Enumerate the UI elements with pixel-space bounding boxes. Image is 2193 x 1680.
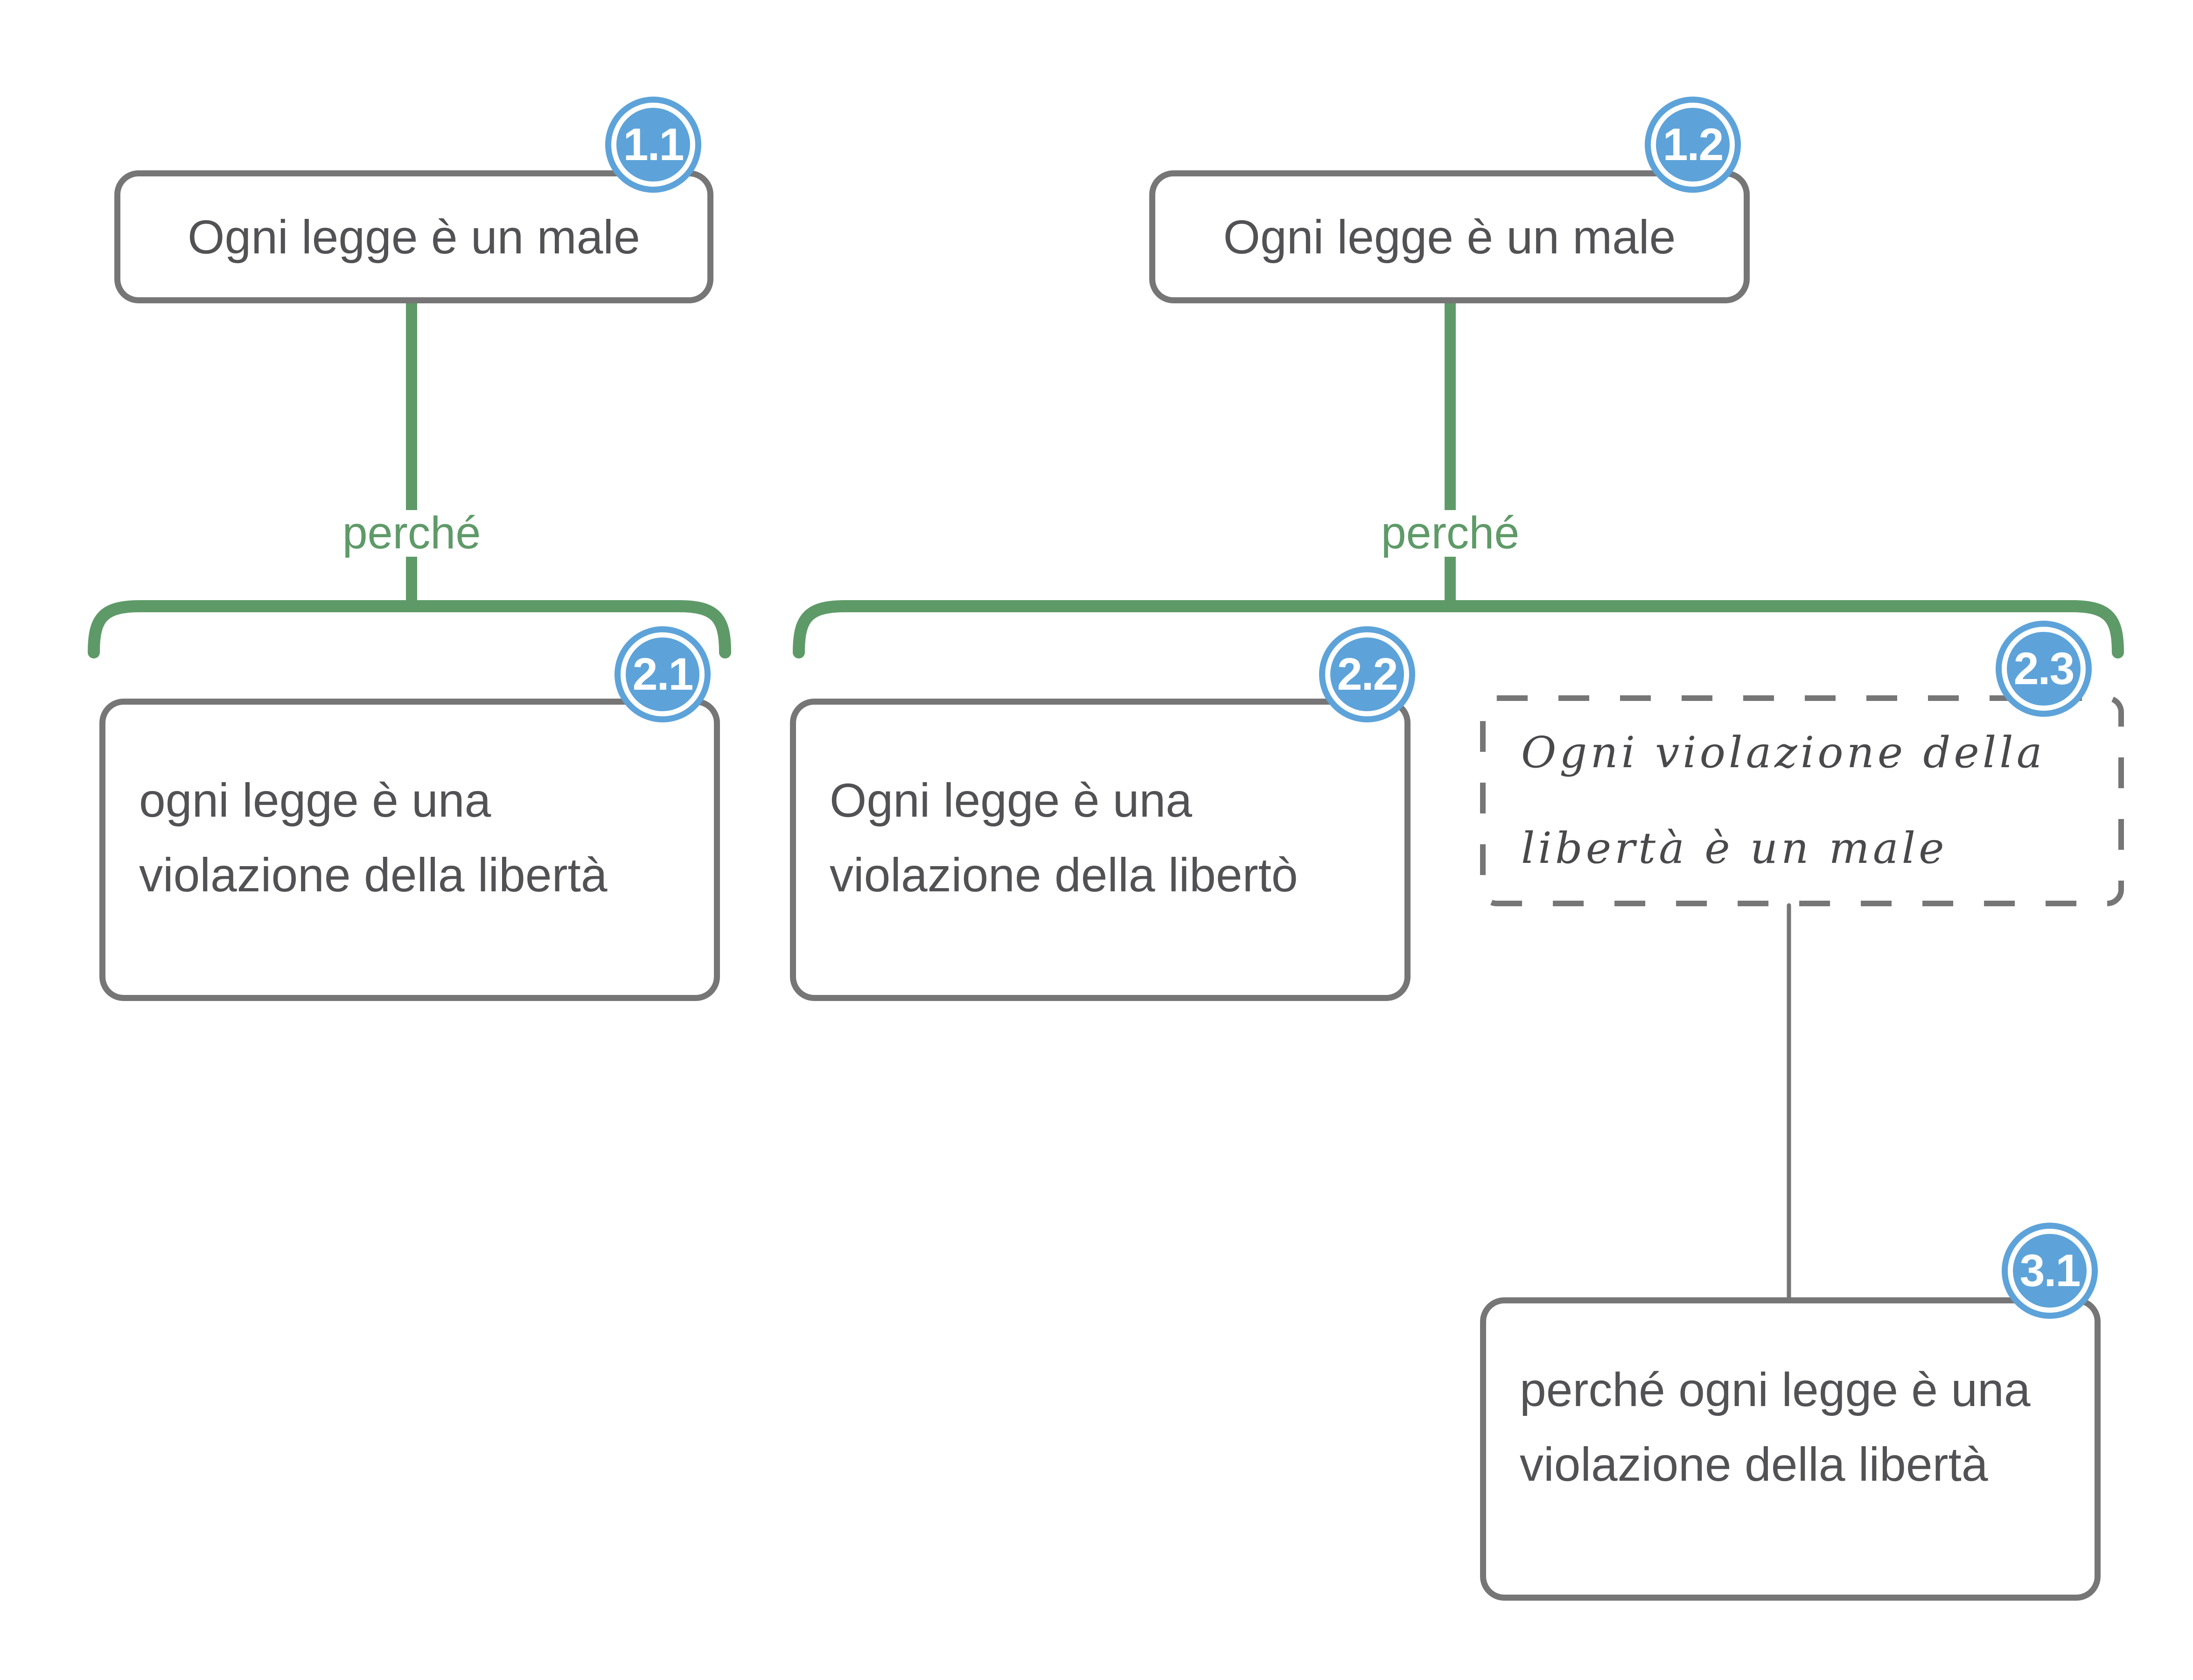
edge-bracket-left [88,600,731,658]
edge-bracket-right [793,600,2124,658]
edge-label-perche-left: perché [342,507,481,558]
node-2-1[interactable]: ogni legge è una violazione della libert… [99,699,720,1001]
badge-2-3-label: 2.3 [2013,643,2075,694]
badge-1-1: 1.1 [605,97,701,193]
node-1-2-text: Ogni legge è un male [1223,210,1676,264]
node-2-2-text: Ogni legge è una violazione della libert… [830,774,1298,902]
node-1-2[interactable]: Ogni legge è un male [1149,170,1750,303]
badge-2-3: 2.3 [1996,621,2092,717]
badge-3-1-label: 3.1 [2019,1245,2081,1296]
badge-2-2-label: 2.2 [1337,649,1398,700]
node-3-1[interactable]: perché ogni legge è una violazione della… [1480,1297,2101,1601]
node-2-2[interactable]: Ogni legge è una violazione della libert… [790,699,1411,1001]
node-3-1-text: perché ogni legge è una violazione della… [1520,1363,2031,1491]
node-2-1-text: ogni legge è una violazione della libert… [139,774,608,902]
node-1-1[interactable]: Ogni legge è un male [114,170,713,303]
node-2-3[interactable]: Ogni violazione della libertà è un male [1480,695,2124,906]
badge-1-2-label: 1.2 [1662,119,1724,170]
badge-2-1-label: 2.1 [632,649,694,700]
node-1-1-text: Ogni legge è un male [188,210,640,264]
node-2-3-dashed-border [1480,695,2124,906]
badge-2-1: 2.1 [615,626,711,722]
badge-1-1-label: 1.1 [623,119,684,170]
badge-1-2: 1.2 [1645,97,1741,193]
badge-3-1: 3.1 [2002,1223,2098,1319]
node-2-3-text: Ogni violazione della libertà è un male [1521,728,2046,873]
badge-2-2: 2.2 [1319,626,1415,722]
edge-label-perche-right: perché [1381,507,1520,558]
